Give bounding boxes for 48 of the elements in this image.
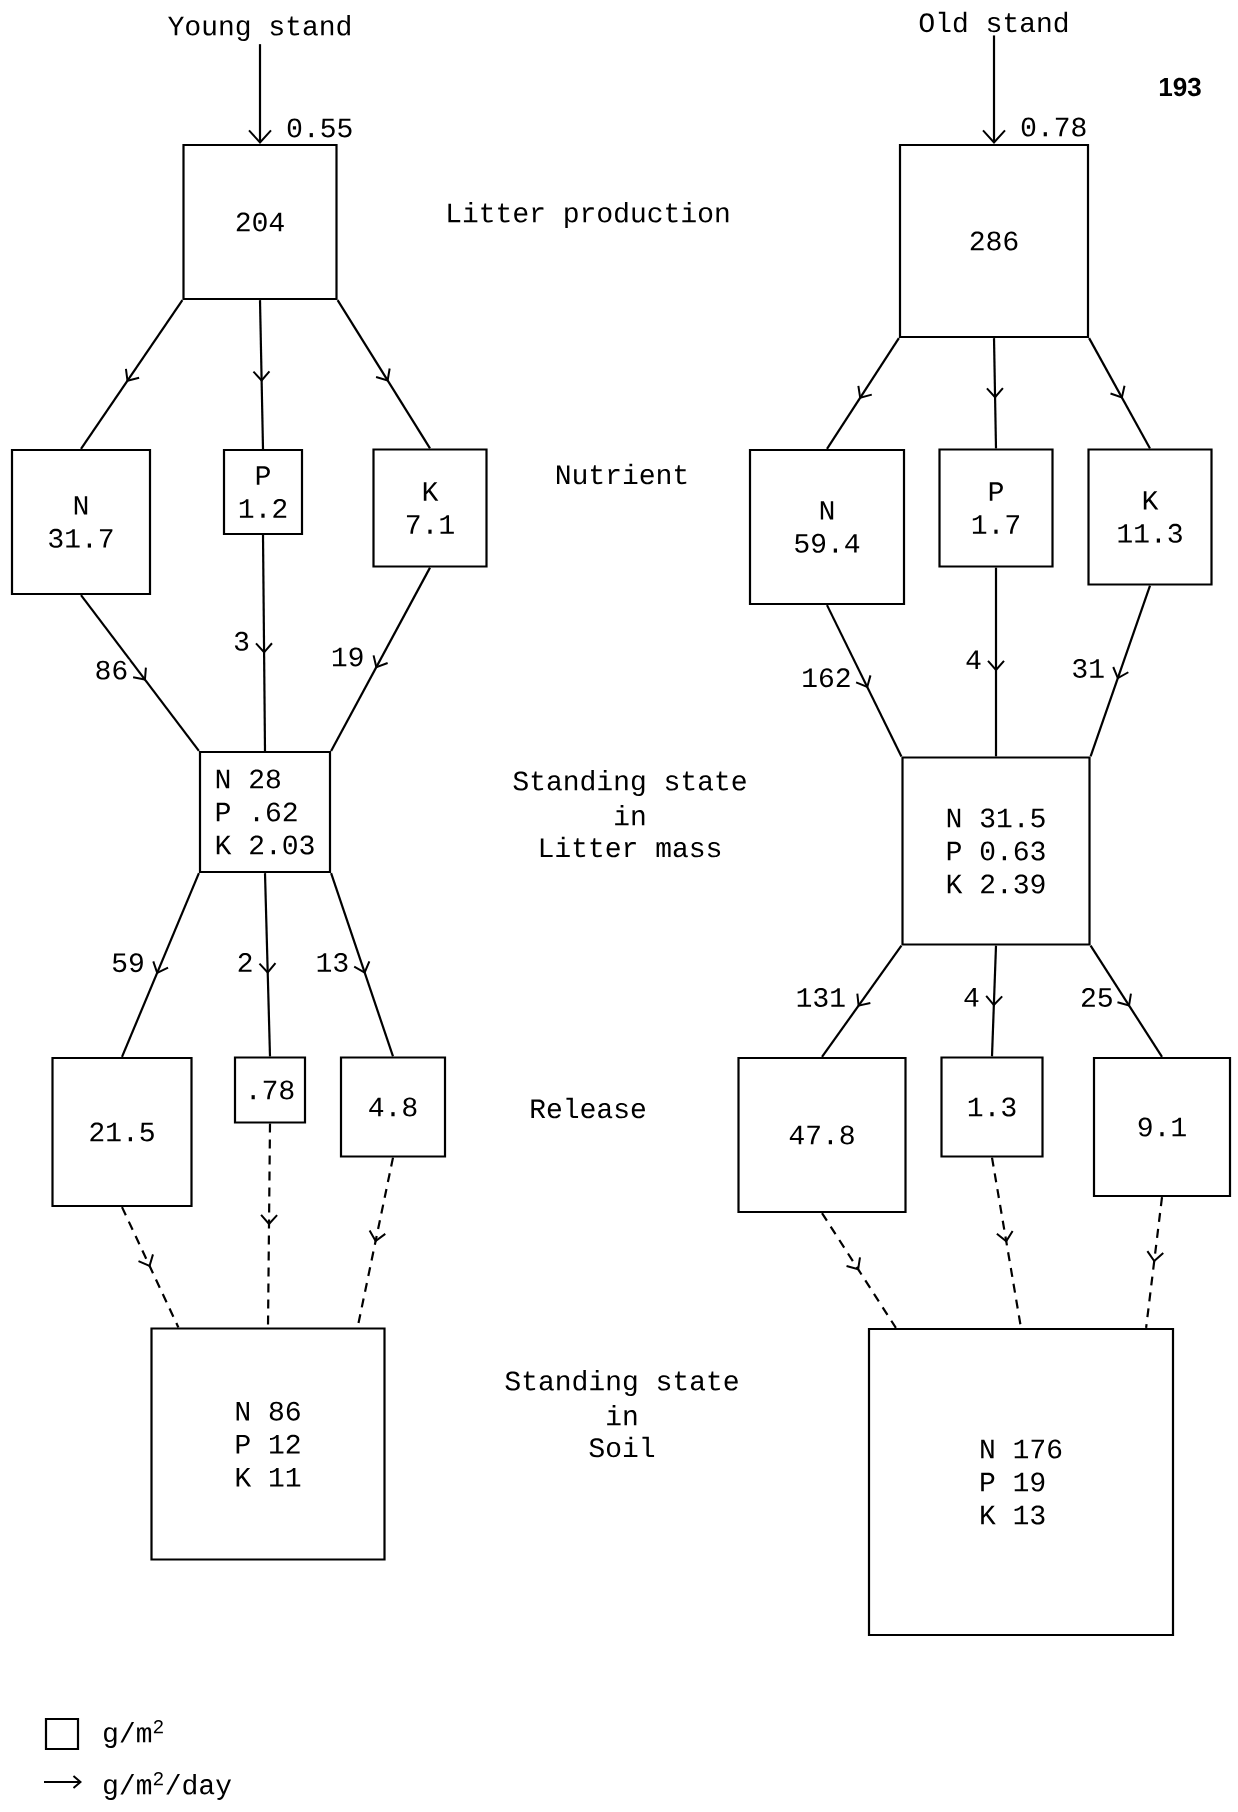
- legend-text: g/m$^{2}$: [104, 1720, 163, 1748]
- flow-rate: 19: [332, 647, 363, 667]
- stock-box: 9.1: [1092, 1056, 1232, 1198]
- flow-rate: 4: [966, 650, 981, 669]
- flow-rate: 31: [1073, 658, 1104, 678]
- row-label: Litter production: [448, 201, 729, 229]
- flow-rate: 25: [1082, 988, 1112, 1007]
- row-label: in: [607, 1404, 637, 1426]
- flow-rate: 162: [803, 668, 850, 688]
- stock-box: K 11.3: [1087, 448, 1213, 586]
- stand-label: Young stand: [168, 15, 350, 42]
- stock-box: N 176 P 19 K 13: [867, 1327, 1175, 1637]
- stock-box: N 28 P .62 K 2.03: [198, 750, 332, 874]
- flow-rate: 86: [96, 660, 127, 680]
- flow-rate: 59: [112, 953, 143, 973]
- stock-box: 47.8: [737, 1056, 907, 1214]
- flow-rate: 2: [238, 953, 252, 972]
- stock-box: N 86 P 12 K 11: [150, 1327, 386, 1561]
- row-label: Release: [531, 1097, 645, 1119]
- stock-box: 4.8: [339, 1056, 447, 1158]
- stock-box: N 31.5 P 0.63 K 2.39: [901, 756, 1091, 946]
- row-label: in: [615, 804, 645, 826]
- flow-rate: 3: [234, 631, 249, 651]
- row-label: Standing state: [513, 770, 746, 797]
- stock-box: 21.5: [51, 1056, 193, 1208]
- legend-text: g/m$^{2}$/day: [104, 1772, 232, 1800]
- stand-label: Old stand: [919, 11, 1068, 33]
- row-label: Litter mass: [540, 836, 721, 858]
- row-label: Nutrient: [557, 463, 687, 485]
- page-number: 193: [1159, 77, 1201, 97]
- row-label: Standing state: [505, 1370, 738, 1397]
- flow-rate: 0.55: [287, 118, 352, 138]
- stock-box: K 7.1: [372, 448, 488, 568]
- stock-box: N 59.4: [748, 448, 906, 606]
- flow-rate: 131: [797, 988, 845, 1007]
- stock-box: .78: [233, 1056, 307, 1124]
- stock-box: 286: [898, 143, 1090, 339]
- stock-box: 1.3: [940, 1056, 1044, 1158]
- stock-box: 204: [182, 143, 338, 301]
- flow-arrow: [982, 35, 1006, 144]
- flow-rate: 0.78: [1021, 117, 1086, 137]
- stock-box: P 1.2: [222, 448, 304, 536]
- stock-box: N 31.7: [10, 448, 152, 596]
- flow-rate: 4: [964, 988, 979, 1007]
- flow-arrow: [248, 44, 272, 144]
- stock-box: P 1.7: [938, 448, 1054, 568]
- row-label: Soil: [589, 1436, 655, 1458]
- flow-rate: 13: [317, 952, 348, 972]
